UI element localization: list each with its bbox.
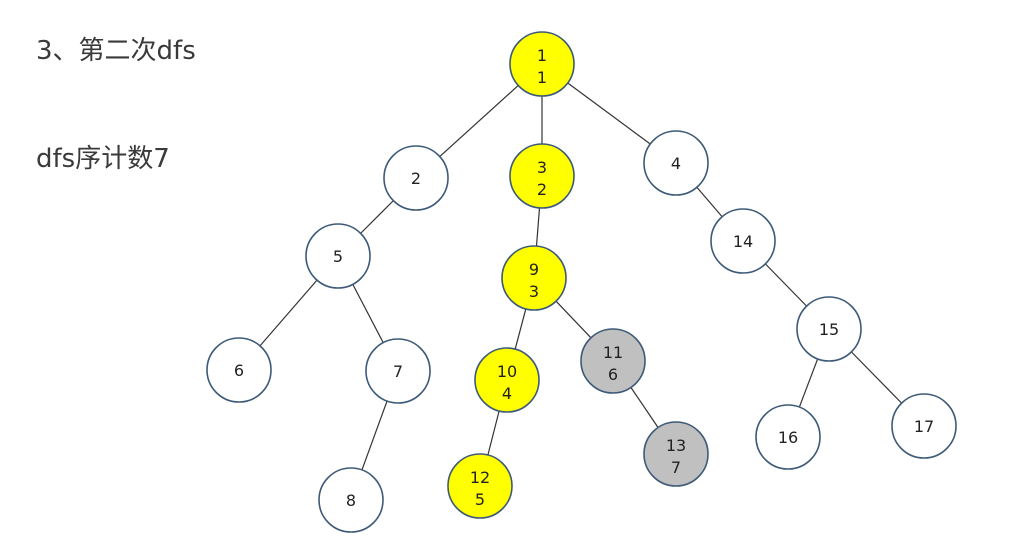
node-circle <box>509 143 575 209</box>
node-id-label: 8 <box>346 491 356 510</box>
node-dfs-order-label: 3 <box>529 282 539 301</box>
node-circle <box>891 393 957 459</box>
node-circle <box>383 145 449 211</box>
node-dfs-order-label: 2 <box>537 180 547 199</box>
edges-layer <box>259 82 903 471</box>
node-id-label: 1 <box>537 46 547 65</box>
node-id-label: 2 <box>411 169 421 188</box>
edge-1-4 <box>567 82 651 145</box>
dfs-counter-label: dfs序计数7 <box>36 144 170 174</box>
tree-node-17: 17 <box>891 393 957 459</box>
edge-15-16 <box>798 358 819 408</box>
node-circle <box>710 208 776 274</box>
node-circle <box>509 31 575 97</box>
node-circle <box>365 338 431 404</box>
node-id-label: 4 <box>671 154 681 173</box>
edge-7-8 <box>361 400 388 471</box>
edge-9-11 <box>555 300 592 339</box>
edge-1-2 <box>439 85 519 157</box>
node-id-label: 10 <box>497 362 517 381</box>
node-id-label: 3 <box>537 158 547 177</box>
tree-node-15: 15 <box>796 296 862 362</box>
node-circle <box>580 328 646 394</box>
tree-node-9: 93 <box>501 245 567 311</box>
tree-node-14: 14 <box>710 208 776 274</box>
node-id-label: 9 <box>529 260 539 279</box>
node-id-label: 13 <box>666 436 686 455</box>
edge-3-9 <box>535 207 541 247</box>
edge-9-10 <box>514 308 527 350</box>
node-circle <box>474 347 540 413</box>
tree-node-11: 116 <box>580 328 646 394</box>
edge-11-13 <box>630 387 659 428</box>
tree-node-4: 4 <box>643 130 709 196</box>
node-circle <box>643 421 709 487</box>
edge-10-12 <box>487 410 500 456</box>
tree-node-16: 16 <box>755 404 821 470</box>
tree-node-5: 5 <box>305 223 371 289</box>
node-id-label: 5 <box>333 247 343 266</box>
tree-node-3: 32 <box>509 143 575 209</box>
edge-5-6 <box>259 279 318 347</box>
edge-14-15 <box>764 263 808 307</box>
node-circle <box>796 296 862 362</box>
node-id-label: 14 <box>733 232 753 251</box>
node-dfs-order-label: 5 <box>475 490 485 509</box>
node-id-label: 16 <box>778 428 798 447</box>
node-circle <box>501 245 567 311</box>
node-id-label: 7 <box>393 362 403 381</box>
edge-4-14 <box>696 186 723 218</box>
tree-node-8: 8 <box>318 467 384 533</box>
node-circle <box>305 223 371 289</box>
node-circle <box>206 337 272 403</box>
node-dfs-order-label: 1 <box>537 68 547 87</box>
edge-5-7 <box>352 284 384 343</box>
node-id-label: 15 <box>819 320 839 339</box>
edge-2-5 <box>360 200 394 234</box>
tree-node-1: 11 <box>509 31 575 97</box>
edge-15-17 <box>850 351 903 404</box>
node-id-label: 12 <box>470 468 490 487</box>
node-circle <box>643 130 709 196</box>
tree-node-2: 2 <box>383 145 449 211</box>
slide-title: 3、第二次dfs <box>36 36 196 66</box>
node-dfs-order-label: 7 <box>671 458 681 477</box>
node-circle <box>755 404 821 470</box>
node-circle <box>447 453 513 519</box>
node-id-label: 6 <box>234 361 244 380</box>
node-dfs-order-label: 4 <box>502 384 512 403</box>
tree-node-6: 6 <box>206 337 272 403</box>
tree-node-10: 104 <box>474 347 540 413</box>
node-circle <box>318 467 384 533</box>
tree-node-13: 137 <box>643 421 709 487</box>
tree-node-7: 7 <box>365 338 431 404</box>
tree-node-12: 125 <box>447 453 513 519</box>
node-id-label: 17 <box>914 417 934 436</box>
node-id-label: 11 <box>603 343 623 362</box>
node-dfs-order-label: 6 <box>608 365 618 384</box>
